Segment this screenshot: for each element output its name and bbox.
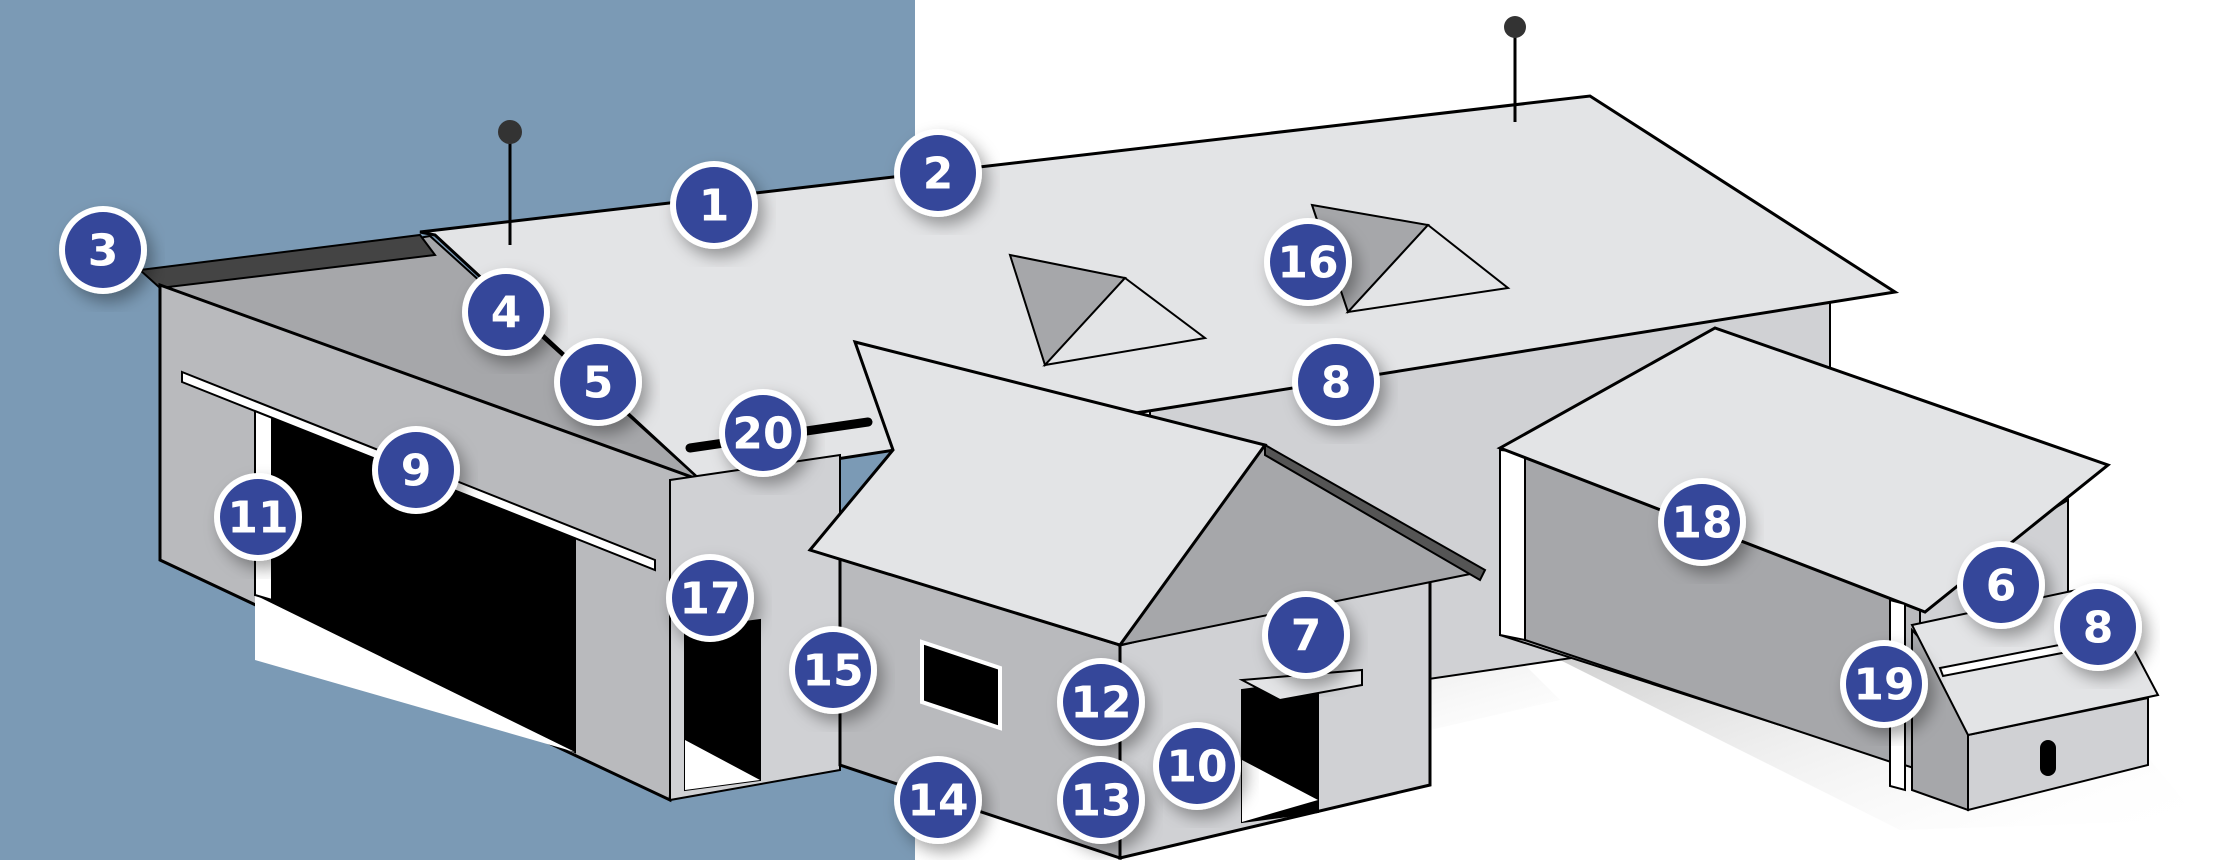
callout-c8b: 8	[2054, 583, 2142, 671]
callout-label: 6	[1986, 561, 2017, 612]
callout-label: 3	[88, 226, 119, 277]
hangar-floor-light	[255, 595, 575, 752]
annex-door	[2040, 740, 2056, 776]
callout-c3: 3	[59, 206, 147, 294]
callout-disc	[2060, 589, 2136, 665]
callout-disc	[378, 432, 454, 508]
antenna-left-tip	[498, 120, 522, 144]
callout-label: 9	[401, 446, 432, 497]
callout-disc	[795, 632, 871, 708]
callout-c16: 16	[1264, 218, 1352, 306]
callout-disc	[672, 560, 748, 636]
callout-label: 1	[699, 181, 730, 232]
callout-label: 7	[1291, 611, 1322, 662]
callout-label: 16	[1277, 238, 1338, 289]
callout-c17: 17	[666, 554, 754, 642]
callout-c2: 2	[894, 129, 982, 217]
callout-c15: 15	[789, 626, 877, 714]
callout-disc	[676, 167, 752, 243]
callout-disc	[560, 344, 636, 420]
callout-disc	[1063, 762, 1139, 838]
callout-label: 10	[1166, 742, 1227, 793]
middle-roof-edge	[1264, 443, 1487, 582]
callout-c10: 10	[1153, 722, 1241, 810]
callout-c18: 18	[1658, 478, 1746, 566]
callout-c13: 13	[1057, 756, 1145, 844]
middle-building-roof	[807, 339, 1268, 647]
callout-disc	[1270, 224, 1346, 300]
callout-disc	[468, 274, 544, 350]
callout-c12: 12	[1057, 658, 1145, 746]
callout-label: 8	[1321, 358, 1352, 409]
callout-label: 11	[227, 493, 288, 544]
carport-left-post	[1499, 448, 1526, 642]
callout-c9: 9	[372, 426, 460, 514]
callout-c5: 5	[554, 338, 642, 426]
callout-c7: 7	[1262, 591, 1350, 679]
callout-label: 5	[583, 358, 614, 409]
callout-c8a: 8	[1292, 338, 1380, 426]
callout-disc	[220, 479, 296, 555]
callout-label: 13	[1070, 776, 1131, 827]
callout-disc	[1063, 664, 1139, 740]
callout-label: 8	[2083, 603, 2114, 654]
callout-disc	[1963, 547, 2039, 623]
callout-c4: 4	[462, 268, 550, 356]
callout-disc	[1298, 344, 1374, 420]
awning-door-floor	[1242, 760, 1318, 822]
callout-c6: 6	[1957, 541, 2045, 629]
callout-c20: 20	[719, 389, 807, 477]
callout-disc	[65, 212, 141, 288]
left-eave-trim	[137, 233, 437, 290]
callout-label: 19	[1853, 660, 1914, 711]
personnel-door-floor	[685, 740, 760, 790]
callout-label: 18	[1671, 498, 1732, 549]
callout-c1: 1	[670, 161, 758, 249]
callout-label: 15	[802, 646, 863, 697]
skylight-right-light	[1345, 223, 1511, 314]
antenna-right-tip	[1504, 16, 1526, 38]
callout-disc	[1159, 728, 1235, 804]
callout-disc	[900, 762, 976, 838]
callout-label: 4	[491, 288, 522, 339]
callout-c11: 11	[214, 473, 302, 561]
callout-label: 14	[907, 776, 968, 827]
main-roof	[419, 94, 1900, 482]
callout-label: 17	[679, 574, 740, 625]
callout-disc	[900, 135, 976, 211]
callout-label: 20	[732, 409, 793, 460]
callout-label: 2	[923, 149, 954, 200]
carport-roof	[1496, 326, 2112, 614]
callout-label: 12	[1070, 678, 1131, 729]
callout-disc	[725, 395, 801, 471]
callout-disc	[1664, 484, 1740, 560]
callout-disc	[1846, 646, 1922, 722]
skylight-left-light	[1042, 276, 1208, 367]
callout-c14: 14	[894, 756, 982, 844]
callout-c19: 19	[1840, 640, 1928, 728]
callout-disc	[1268, 597, 1344, 673]
middle-building-window	[920, 639, 1002, 731]
